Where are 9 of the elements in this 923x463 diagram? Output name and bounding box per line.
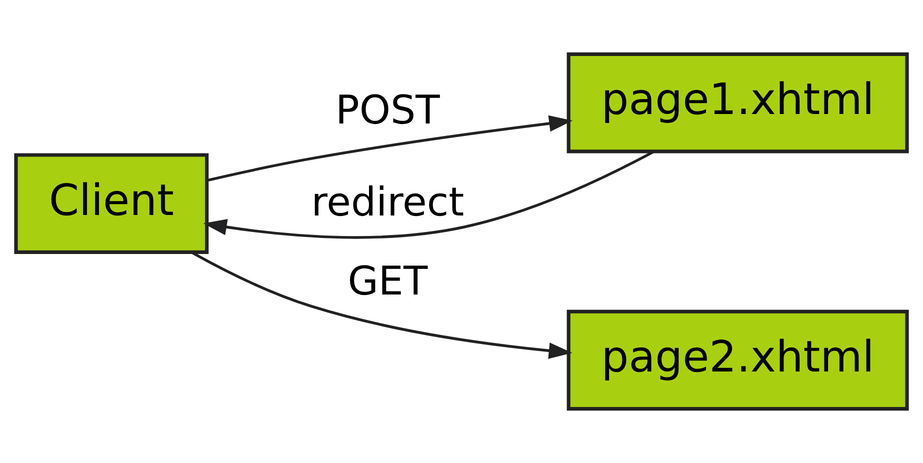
edge-label: redirect <box>311 179 464 226</box>
node-box: Client <box>14 153 209 254</box>
arrow <box>203 150 655 239</box>
node-box: page1.xhtml <box>566 52 909 154</box>
arrow <box>206 115 573 182</box>
arrow <box>190 251 572 359</box>
edge-label: GET <box>348 258 428 305</box>
edge-label: POST <box>336 88 440 134</box>
node-box: page2.xhtml <box>566 310 909 411</box>
